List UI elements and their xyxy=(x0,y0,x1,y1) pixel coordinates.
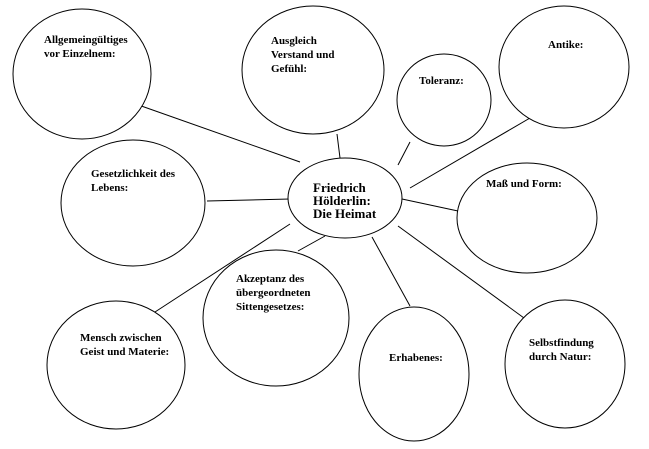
bubble-toleranz: Toleranz: xyxy=(396,53,492,147)
bubble-selbst: Selbstfindung durch Natur: xyxy=(504,299,626,429)
bubble-label-mass-line-0: Maß und Form: xyxy=(486,178,562,190)
bubble-label-mensch-line-0: Mensch zwischen xyxy=(80,332,162,344)
bubble-label-akzeptanz-line-0: Akzeptanz des xyxy=(236,273,305,285)
bubble-antike: Antike: xyxy=(498,5,630,129)
bubble-outline-toleranz xyxy=(396,53,492,147)
bubble-label-ausgleich-line-1: Verstand und xyxy=(271,49,334,61)
bubble-label-ausgleich-line-0: Ausgleich xyxy=(271,35,317,47)
bubble-outline-akzeptanz xyxy=(202,249,350,387)
bubble-outline-allgemein xyxy=(12,8,152,140)
bubble-outline-center xyxy=(287,157,403,239)
bubble-label-toleranz-line-0: Toleranz: xyxy=(419,75,464,87)
bubble-label-center-line-2: Die Heimat xyxy=(313,206,377,221)
bubble-label-akzeptanz-line-2: Sittengesetzes: xyxy=(236,301,304,313)
bubbles: Allgemeingültiges vor Einzelnem: Ausgleich… xyxy=(12,5,630,442)
bubble-label-selbst-line-1: durch Natur: xyxy=(529,351,591,363)
bubble-label-center-line-0: Friedrich xyxy=(313,180,366,195)
bubble-outline-antike xyxy=(498,5,630,129)
connector-mensch xyxy=(154,223,291,313)
bubble-label-akzeptanz-line-1: übergeordneten xyxy=(236,287,311,299)
connector-erhabenes xyxy=(371,236,411,307)
connector-allgemein xyxy=(129,101,301,163)
connector-mass xyxy=(401,198,459,212)
connector-toleranz xyxy=(397,141,411,166)
bubble-outline-erhabenes xyxy=(358,306,470,442)
bubble-label-center-line-1: Hölderlin: xyxy=(313,193,371,208)
connector-gesetz xyxy=(206,198,291,202)
bubble-label-allgemein-line-1: vor Einzelnem: xyxy=(44,48,116,60)
bubble-label-mensch-line-1: Geist und Materie: xyxy=(80,346,169,358)
bubble-outline-gesetz xyxy=(60,139,206,267)
connector-ausgleich xyxy=(336,133,341,159)
bubble-label-gesetz-line-0: Gesetzlichkeit des xyxy=(91,168,176,180)
bubble-allgemein: Allgemeingültiges vor Einzelnem: xyxy=(12,8,152,140)
connector-lines xyxy=(129,101,531,319)
bubble-mass: Maß und Form: xyxy=(456,162,598,274)
bubble-outline-selbst xyxy=(504,299,626,429)
bubble-outline-mass xyxy=(456,162,598,274)
bubble-akzeptanz: Akzeptanz des übergeordnetenSittengesetze… xyxy=(202,249,350,387)
bubble-label-selbst-line-0: Selbstfindung xyxy=(529,337,594,349)
bubble-label-allgemein-line-0: Allgemeingültiges xyxy=(44,34,128,46)
bubble-label-erhabenes-line-0: Erhabenes: xyxy=(389,352,443,364)
connector-antike xyxy=(409,117,531,189)
bubble-outline-mensch xyxy=(46,300,186,430)
bubble-outline-ausgleich xyxy=(241,5,385,135)
bubble-erhabenes: Erhabenes: xyxy=(358,306,470,442)
connector-akzeptanz xyxy=(297,235,326,252)
connector-selbst xyxy=(397,225,525,319)
bubble-label-gesetz-line-1: Lebens: xyxy=(91,182,128,194)
bubble-label-antike-line-0: Antike: xyxy=(548,39,583,51)
bubble-label-ausgleich-line-2: Gefühl: xyxy=(271,63,307,75)
